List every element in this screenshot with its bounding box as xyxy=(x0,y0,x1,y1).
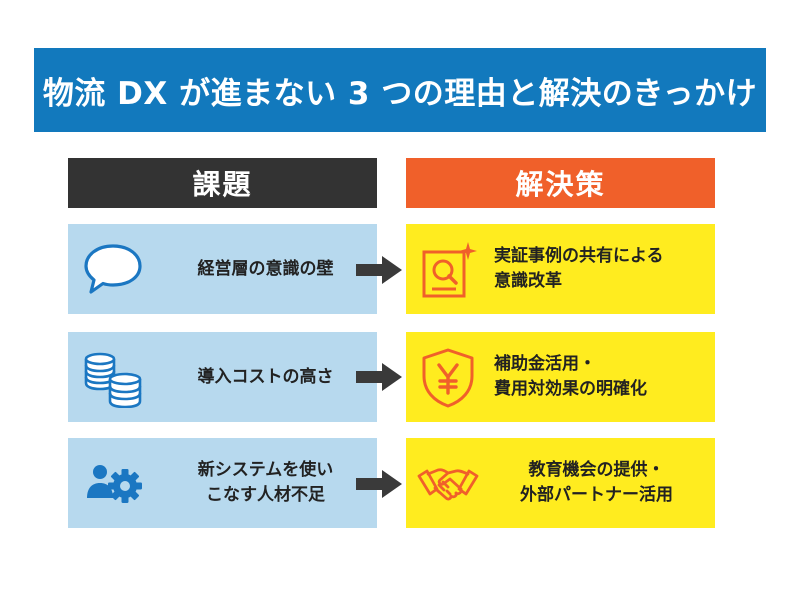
solution-text-3: 教育機会の提供・ 外部パートナー活用 xyxy=(486,438,707,528)
problem-text-1: 経営層の意識の壁 xyxy=(164,224,367,314)
problem-line: 経営層の意識の壁 xyxy=(197,258,334,279)
arrow-right-icon xyxy=(356,363,402,391)
problem-line: 導入コストの高さ xyxy=(197,366,334,387)
problem-box-2: 導入コストの高さ xyxy=(68,332,377,422)
problem-line: 新システムを使い xyxy=(197,460,334,481)
solution-column-header: 解決策 xyxy=(406,158,715,208)
problem-line: こなす人材不足 xyxy=(206,485,325,505)
problem-column-header: 課題 xyxy=(68,158,377,208)
solution-box-1: 実証事例の共有による 意識改革 xyxy=(406,224,715,314)
arrow-right-icon xyxy=(356,470,402,498)
arrow-right-icon xyxy=(356,256,402,284)
solution-line: 教育機会の提供・ xyxy=(528,460,665,481)
yen-shield-icon xyxy=(422,348,474,408)
user-gear-icon xyxy=(87,465,142,503)
solution-text-2: 補助金活用・ 費用対効果の明確化 xyxy=(494,332,707,422)
page-title: 物流 DX が進まない 3 つの理由と解決のきっかけ xyxy=(34,48,766,132)
solution-box-3: 教育機会の提供・ 外部パートナー活用 xyxy=(406,438,715,528)
solution-line: 補助金活用・ xyxy=(494,354,596,375)
coins-stack-icon xyxy=(84,352,142,408)
solution-box-2: 補助金活用・ 費用対効果の明確化 xyxy=(406,332,715,422)
speech-bubble-icon xyxy=(84,244,142,294)
solution-line: 費用対効果の明確化 xyxy=(494,379,647,399)
solution-line: 外部パートナー活用 xyxy=(520,485,673,505)
solution-line: 実証事例の共有による xyxy=(494,246,664,267)
problem-text-3: 新システムを使い こなす人材不足 xyxy=(164,438,367,528)
problem-box-1: 経営層の意識の壁 xyxy=(68,224,377,314)
solution-text-1: 実証事例の共有による 意識改革 xyxy=(494,224,707,314)
solution-line: 意識改革 xyxy=(494,271,562,291)
certificate-search-icon xyxy=(422,242,477,298)
problem-box-3: 新システムを使い こなす人材不足 xyxy=(68,438,377,528)
handshake-icon xyxy=(417,468,479,501)
problem-text-2: 導入コストの高さ xyxy=(164,332,367,422)
